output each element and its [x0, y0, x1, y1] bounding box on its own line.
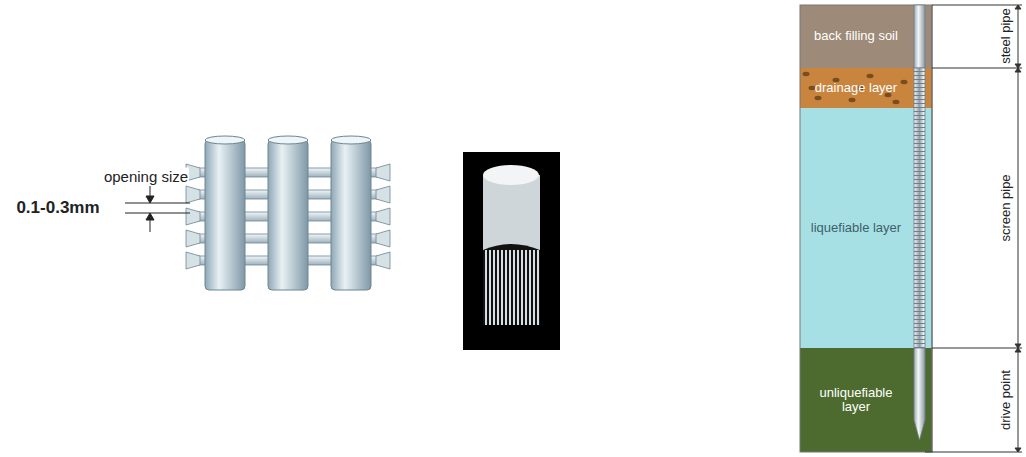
gravel [901, 80, 908, 84]
rod [525, 250, 527, 325]
soil-layer: liquefiable layer [800, 108, 912, 348]
rod [537, 250, 539, 325]
soil-column [800, 5, 932, 452]
well-pipe [914, 5, 925, 440]
rod [517, 250, 519, 325]
wire-end [376, 208, 390, 225]
section-label: drive point [998, 369, 1013, 431]
gravel [849, 98, 856, 102]
rod [533, 250, 535, 325]
rod [501, 250, 503, 325]
wire-end [376, 230, 390, 247]
wedge-wire-screen [186, 136, 390, 290]
wire-end [186, 208, 200, 225]
section-label: steel pipe [998, 7, 1013, 65]
layer-name: unliquefiable layer [804, 386, 908, 415]
rod [529, 250, 531, 325]
layer-name: drainage layer [815, 81, 897, 95]
rod [489, 250, 491, 325]
rod [505, 250, 507, 325]
wire-end [186, 186, 200, 203]
dimension-label: opening size [103, 168, 189, 185]
rod [493, 250, 495, 325]
rod [485, 250, 487, 325]
gravel [815, 96, 822, 100]
soil-layer: back filling soil [800, 5, 912, 68]
section-label: screen pipe [998, 173, 1013, 242]
layer-name: back filling soil [814, 29, 898, 43]
gravel [893, 100, 900, 104]
dimension-bracket [925, 5, 1022, 452]
rod [509, 250, 511, 325]
dimension-value: 0.1-0.3mm [15, 198, 100, 218]
rod [513, 250, 515, 325]
screen-pipe-image [463, 152, 560, 350]
wire-end [376, 164, 390, 181]
rod [521, 250, 523, 325]
soil-layer: unliquefiable layer [800, 348, 912, 452]
layer-name: liquefiable layer [811, 221, 901, 235]
soil-layer: drainage layer [800, 68, 912, 108]
gravel [867, 74, 874, 78]
gravel [803, 72, 810, 76]
dimension-arrows [125, 186, 190, 232]
wire-end [376, 252, 390, 269]
wire-end [376, 186, 390, 203]
rod [497, 250, 499, 325]
wire-end [186, 252, 200, 269]
gravel [809, 86, 816, 90]
wire-end [186, 230, 200, 247]
